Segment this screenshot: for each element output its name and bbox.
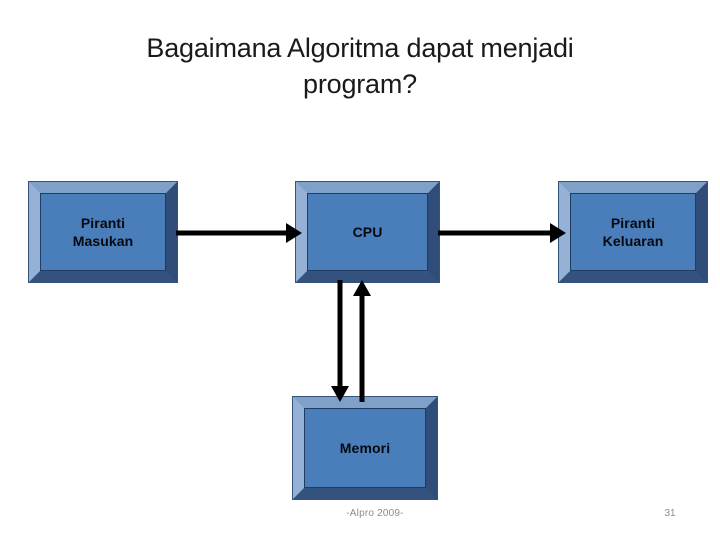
arrow-masukan-to-cpu-icon bbox=[176, 223, 302, 243]
diagram-node-label-line-1: Memori bbox=[339, 440, 391, 456]
arrow-cpu-to-keluaran-icon bbox=[438, 223, 566, 243]
diagram-node-label: Piranti Masukan bbox=[73, 214, 134, 250]
diagram-node-cpu: CPU bbox=[295, 181, 440, 283]
page-title-line-1: Bagaimana Algoritma dapat menjadi bbox=[146, 33, 574, 63]
diagram-node-label-line-1: Piranti bbox=[80, 215, 126, 231]
diagram-node-label: Piranti Keluaran bbox=[603, 214, 664, 250]
diagram-node-piranti-masukan: Piranti Masukan bbox=[28, 181, 178, 283]
diagram-node-label: CPU bbox=[353, 223, 383, 241]
diagram-node-label-line-1: CPU bbox=[352, 224, 383, 240]
footer-note: -Alpro 2009- bbox=[346, 508, 404, 519]
arrow-cpu-to-memori-icon bbox=[331, 280, 349, 402]
arrow-memori-to-cpu-icon bbox=[353, 280, 371, 402]
diagram-node-memori: Memori bbox=[292, 396, 438, 500]
diagram-node-piranti-keluaran: Piranti Keluaran bbox=[558, 181, 708, 283]
footer-page-number: 31 bbox=[664, 508, 676, 519]
page-title: Bagaimana Algoritma dapat menjadi progra… bbox=[55, 30, 665, 102]
page-title-line-2: program? bbox=[303, 69, 417, 99]
diagram-node-label-line-2: Keluaran bbox=[602, 233, 664, 249]
diagram-node-label-line-2: Masukan bbox=[72, 233, 134, 249]
diagram-node-label-line-1: Piranti bbox=[610, 215, 656, 231]
diagram-node-label: Memori bbox=[340, 439, 390, 457]
